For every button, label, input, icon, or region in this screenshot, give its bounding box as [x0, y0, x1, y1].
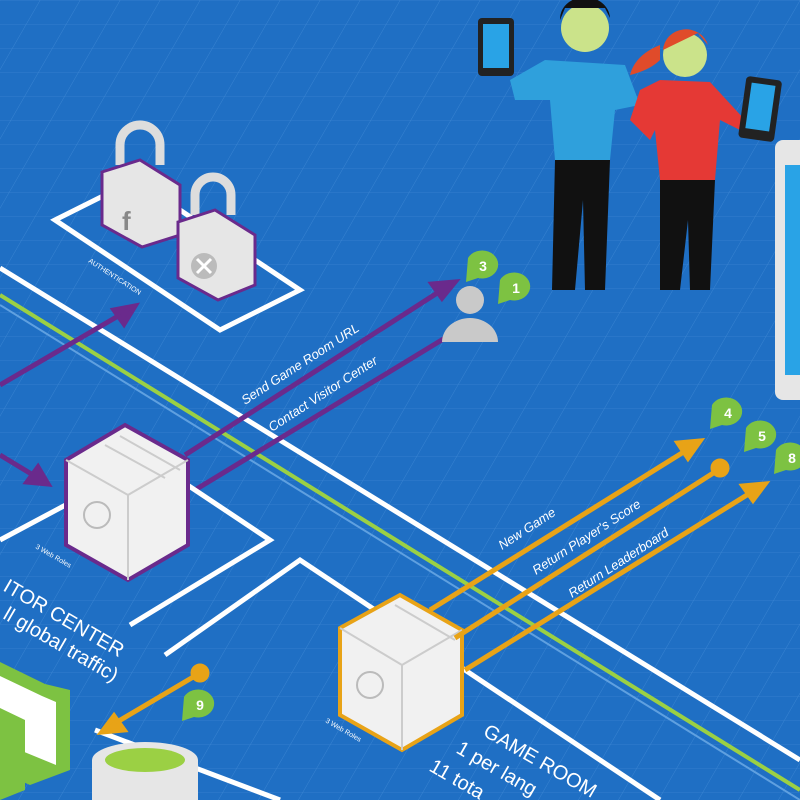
badge-5: 5	[744, 420, 777, 452]
orange-arrows	[96, 438, 771, 735]
badge-9: 9	[182, 689, 215, 721]
game-room-server-icon[interactable]	[338, 592, 464, 753]
svg-text:f: f	[122, 206, 131, 236]
visitor-center-server-icon[interactable]	[64, 422, 190, 583]
badge-8: 8	[774, 442, 800, 474]
database-icon	[92, 742, 198, 800]
web-page-icon	[0, 662, 70, 800]
lane-lines	[0, 265, 800, 800]
purple-arrows	[0, 278, 461, 493]
svg-text:9: 9	[196, 697, 204, 713]
badge-3: 3	[466, 250, 499, 282]
svg-text:4: 4	[724, 405, 732, 421]
step-badges: 3 1 4 5 8 9	[182, 250, 800, 721]
svg-text:1: 1	[512, 280, 520, 296]
badge-4: 4	[710, 397, 743, 429]
badge-1: 1	[498, 272, 531, 304]
svg-text:5: 5	[758, 428, 766, 444]
tablet-device	[775, 140, 800, 400]
facebook-lock-icon[interactable]: f	[100, 120, 182, 249]
user-icon[interactable]	[442, 286, 498, 342]
svg-text:8: 8	[788, 450, 796, 466]
xbox-lock-icon[interactable]	[176, 172, 257, 302]
svg-text:3: 3	[479, 258, 487, 274]
people-illustration	[478, 0, 782, 290]
